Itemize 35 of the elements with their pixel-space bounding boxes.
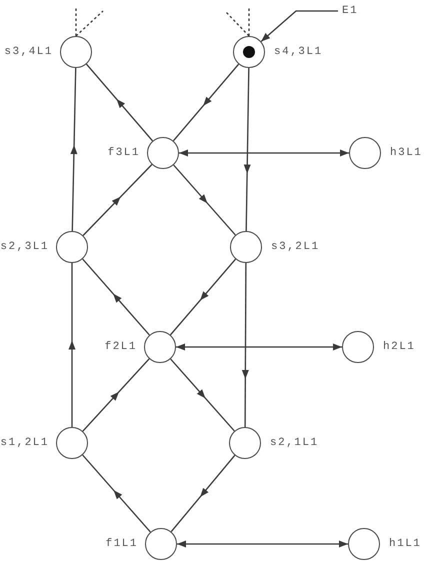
state-label: s2,3L1 bbox=[0, 240, 49, 254]
arrow bbox=[82, 358, 150, 432]
arrow bbox=[82, 258, 150, 336]
callout-label: E1 bbox=[342, 4, 358, 18]
state-label: f3L1 bbox=[108, 146, 140, 160]
arrow bbox=[170, 454, 236, 532]
arrow bbox=[86, 64, 154, 142]
state-label: f2L1 bbox=[104, 340, 137, 354]
dashed-line bbox=[76, 10, 104, 36]
dashed-line bbox=[248, 7, 250, 36]
arrow bbox=[242, 263, 249, 427]
arrow bbox=[82, 454, 151, 532]
state-label: h3L1 bbox=[390, 146, 422, 160]
state-label: f1L1 bbox=[106, 537, 138, 551]
state-label: h2L1 bbox=[383, 340, 416, 354]
state-label: s4,3L1 bbox=[274, 45, 323, 59]
state-label: s3,2L1 bbox=[271, 240, 320, 254]
arrow bbox=[170, 258, 236, 336]
arrow bbox=[70, 68, 78, 232]
arrow bbox=[177, 540, 348, 548]
arrow bbox=[244, 68, 251, 231]
state-label: s1,2L1 bbox=[0, 436, 49, 450]
arrow bbox=[172, 64, 240, 142]
arrow bbox=[176, 344, 342, 350]
arrow bbox=[179, 150, 349, 156]
arrow bbox=[68, 263, 76, 427]
state-label: s3,4L1 bbox=[4, 45, 53, 59]
leader-line bbox=[260, 10, 338, 42]
arrow bbox=[170, 358, 235, 432]
state-label: s2,1L1 bbox=[270, 436, 319, 450]
arrow bbox=[82, 164, 152, 236]
dashed-line bbox=[224, 10, 250, 36]
dashed-line bbox=[75, 7, 77, 36]
arrow bbox=[173, 164, 236, 236]
state-label: h1L1 bbox=[389, 537, 422, 551]
